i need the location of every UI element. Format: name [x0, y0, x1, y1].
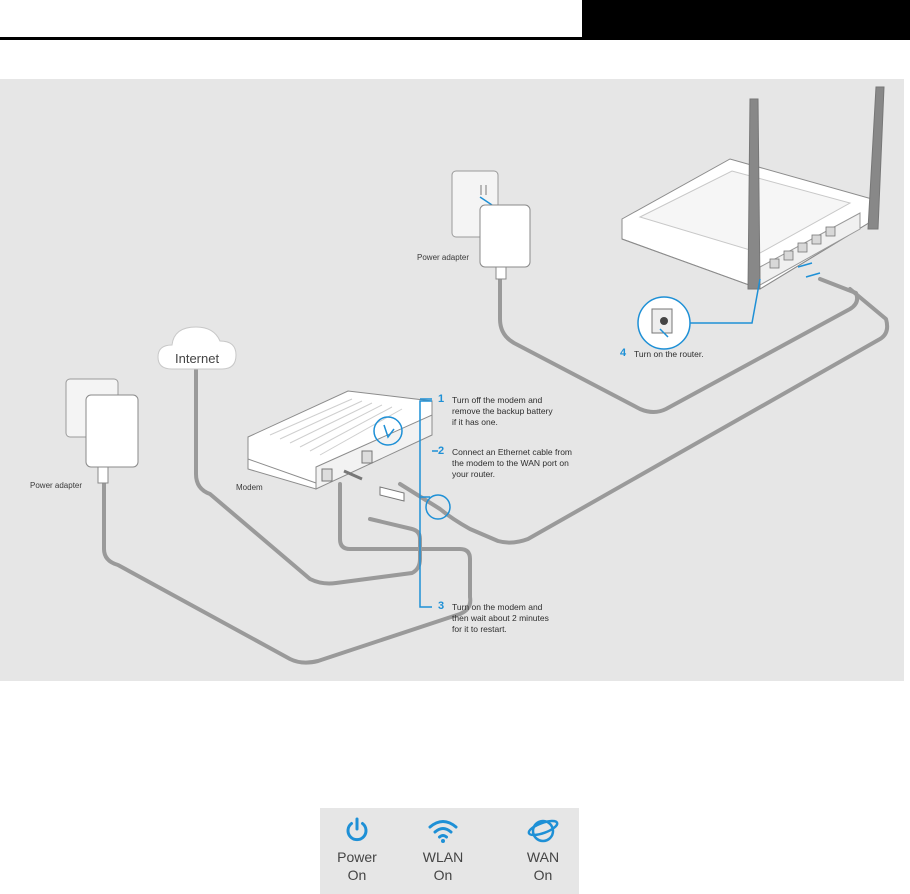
header-black-block: [582, 0, 910, 38]
step-1-line-1: Turn off the modem and: [452, 395, 543, 405]
led-wlan-state: On: [433, 867, 453, 883]
step-1-line-2: remove the backup battery: [452, 406, 553, 416]
step-3-number: 3: [438, 600, 445, 612]
cables: [102, 277, 890, 665]
power-icon: [346, 817, 368, 842]
step-3-line-1: Turn on the modem and: [452, 602, 543, 612]
wifi-icon: [428, 820, 458, 843]
step-3-line-3: for it to restart.: [452, 624, 507, 634]
led-power: Power On: [322, 816, 392, 884]
right-power-adapter-icon: [451, 170, 531, 280]
led-wan-name: WAN: [526, 849, 560, 865]
led-wlan: WLAN On: [408, 816, 478, 884]
connection-diagram: Internet Power adapter Power adapter Mod…: [0, 79, 904, 681]
step-2-line-1: Connect an Ethernet cable from: [452, 447, 573, 457]
internet-label: Internet: [175, 351, 220, 366]
step-2-line-3: your router.: [452, 469, 495, 479]
led-power-name: Power: [337, 849, 377, 865]
step-4-number: 4: [620, 347, 627, 359]
modem-icon: [247, 390, 451, 520]
left-power-adapter-icon: [65, 378, 139, 484]
step-4-line-1: Turn on the router.: [634, 349, 704, 359]
router-icon: [621, 86, 885, 350]
modem-label: Modem: [236, 483, 263, 492]
step-2-line-2: the modem to the WAN port on: [452, 458, 569, 468]
led-wlan-name: WLAN: [422, 849, 464, 865]
right-power-adapter-label: Power adapter: [417, 253, 470, 262]
step-1: 1 Turn off the modem and remove the back…: [438, 394, 553, 428]
led-wan: WAN On: [508, 816, 578, 884]
step-1-line-3: if it has one.: [452, 417, 498, 427]
led-power-state: On: [347, 867, 367, 883]
step-1-number: 1: [438, 393, 445, 405]
step-4: 4 Turn on the router.: [620, 348, 704, 360]
led-status-panel: Power On WLAN On WAN On: [320, 808, 579, 894]
step-2: 2 Connect an Ethernet cable from the mod…: [438, 446, 573, 480]
diagram-drawing: [65, 86, 890, 665]
step-3-line-2: then wait about 2 minutes: [452, 613, 549, 623]
led-wan-state: On: [533, 867, 553, 883]
page-header: [0, 0, 910, 40]
internet-cloud-icon: [157, 326, 237, 370]
step-2-number: 2: [438, 445, 445, 457]
left-power-adapter-label: Power adapter: [30, 481, 83, 490]
globe-icon: [527, 819, 559, 843]
step-brackets: [419, 398, 438, 608]
step-3: 3 Turn on the modem and then wait about …: [438, 601, 549, 635]
header-rule: [0, 37, 910, 40]
